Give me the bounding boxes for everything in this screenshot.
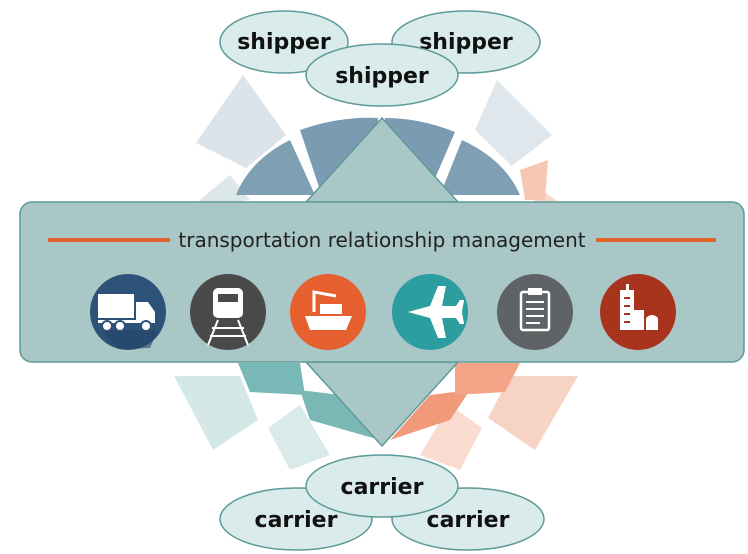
mode-icons <box>90 274 676 350</box>
double-arrow <box>304 116 460 448</box>
truck-wheel <box>101 320 113 332</box>
clipboard-clip <box>528 288 542 295</box>
ship-crane <box>312 290 337 312</box>
truck-body <box>98 294 134 318</box>
shipper-label: shipper <box>237 30 331 55</box>
outer-ring <box>174 75 578 470</box>
inner-segment <box>390 390 470 440</box>
ship-containers <box>320 304 342 314</box>
train-track <box>207 319 249 346</box>
train-window <box>218 294 238 302</box>
inner-segment <box>440 140 520 195</box>
banner-title: transportation relationship management <box>178 228 585 252</box>
plane-shape <box>408 286 464 338</box>
carrier-label: carrier <box>341 475 424 500</box>
airplane-icon <box>392 274 468 350</box>
train-icon <box>190 274 266 350</box>
inner-segment <box>520 160 548 200</box>
outer-segment <box>420 405 482 470</box>
truck-icon <box>90 274 166 350</box>
inner-segment <box>300 117 378 190</box>
ship-hull <box>305 316 352 330</box>
outer-segment <box>488 376 578 450</box>
train-body <box>213 288 243 318</box>
inner-segment <box>300 390 380 440</box>
carrier-group: carrier carrier carrier <box>219 454 545 551</box>
shipper-label: shipper <box>419 30 513 55</box>
factory-tank <box>646 315 658 330</box>
outer-segment <box>475 80 552 166</box>
factory-icon <box>600 274 676 350</box>
shipper-node <box>219 10 349 74</box>
shipper-group: shipper shipper shipper <box>219 10 541 107</box>
carrier-label: carrier <box>255 508 338 533</box>
inner-ring <box>236 117 548 440</box>
shipper-node <box>305 43 459 107</box>
inner-segment <box>238 363 305 395</box>
factory-tower <box>620 290 634 330</box>
inner-segment <box>455 363 520 395</box>
truck-wheel <box>140 320 152 332</box>
clipboard-icon <box>497 274 573 350</box>
outer-segment <box>174 376 258 450</box>
inner-segment <box>385 118 455 190</box>
truck-cab <box>136 302 155 320</box>
clipboard-lines <box>526 301 544 324</box>
clipboard-icon-circle <box>497 274 573 350</box>
carrier-node <box>305 454 459 518</box>
carrier-label: carrier <box>427 508 510 533</box>
truck-icon-shadow <box>100 330 158 349</box>
outer-segment <box>196 75 286 168</box>
factory-building <box>634 310 644 330</box>
truck-wheel <box>114 320 126 332</box>
shipper-label: shipper <box>335 64 429 89</box>
inner-segment <box>236 140 315 195</box>
truck-base <box>98 320 155 323</box>
cargo-ship-icon <box>290 274 366 350</box>
factory-windows <box>624 297 630 323</box>
outer-segment <box>268 405 330 470</box>
factory-stack <box>626 284 629 292</box>
